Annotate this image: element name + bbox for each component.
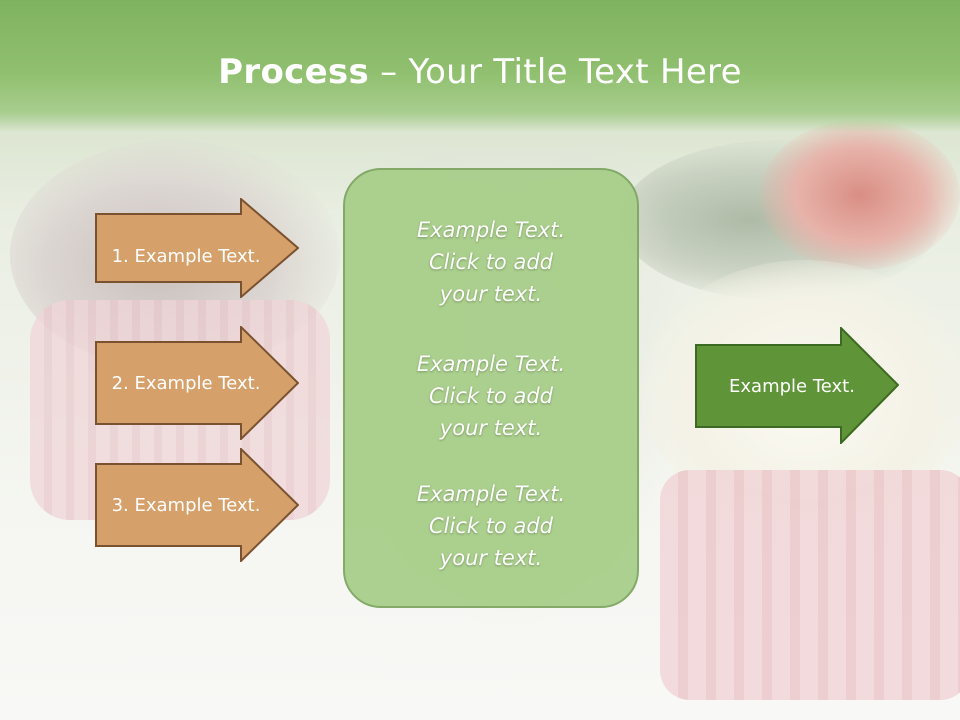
result-arrow[interactable]: Example Text. <box>695 327 899 444</box>
step-label-2: 2. Example Text. <box>111 372 261 394</box>
slide-title[interactable]: Process – Your Title Text Here <box>0 52 960 92</box>
arrow-shape <box>95 198 299 298</box>
title-rest: – Your Title Text Here <box>369 52 742 92</box>
step-label-3: 3. Example Text. <box>111 494 261 516</box>
panel-text-3[interactable]: Example Text. Click to add your text. <box>416 482 566 570</box>
title-band <box>0 0 960 132</box>
arrow-shape <box>95 448 299 562</box>
center-panel[interactable]: Example Text. Click to add your text. Ex… <box>343 168 639 608</box>
panel-text-2[interactable]: Example Text. Click to add your text. <box>416 352 566 440</box>
arrow-shape <box>95 326 299 440</box>
step-label-1: 1. Example Text. <box>111 245 261 267</box>
result-label: Example Text. <box>729 375 855 397</box>
step-arrow-2[interactable] <box>95 326 299 444</box>
panel-text-1[interactable]: Example Text. Click to add your text. <box>416 218 566 306</box>
arrow-shape <box>695 327 899 444</box>
step-arrow-3[interactable] <box>95 448 299 566</box>
step-arrow-1[interactable] <box>95 198 299 316</box>
title-bold: Process <box>218 52 370 92</box>
